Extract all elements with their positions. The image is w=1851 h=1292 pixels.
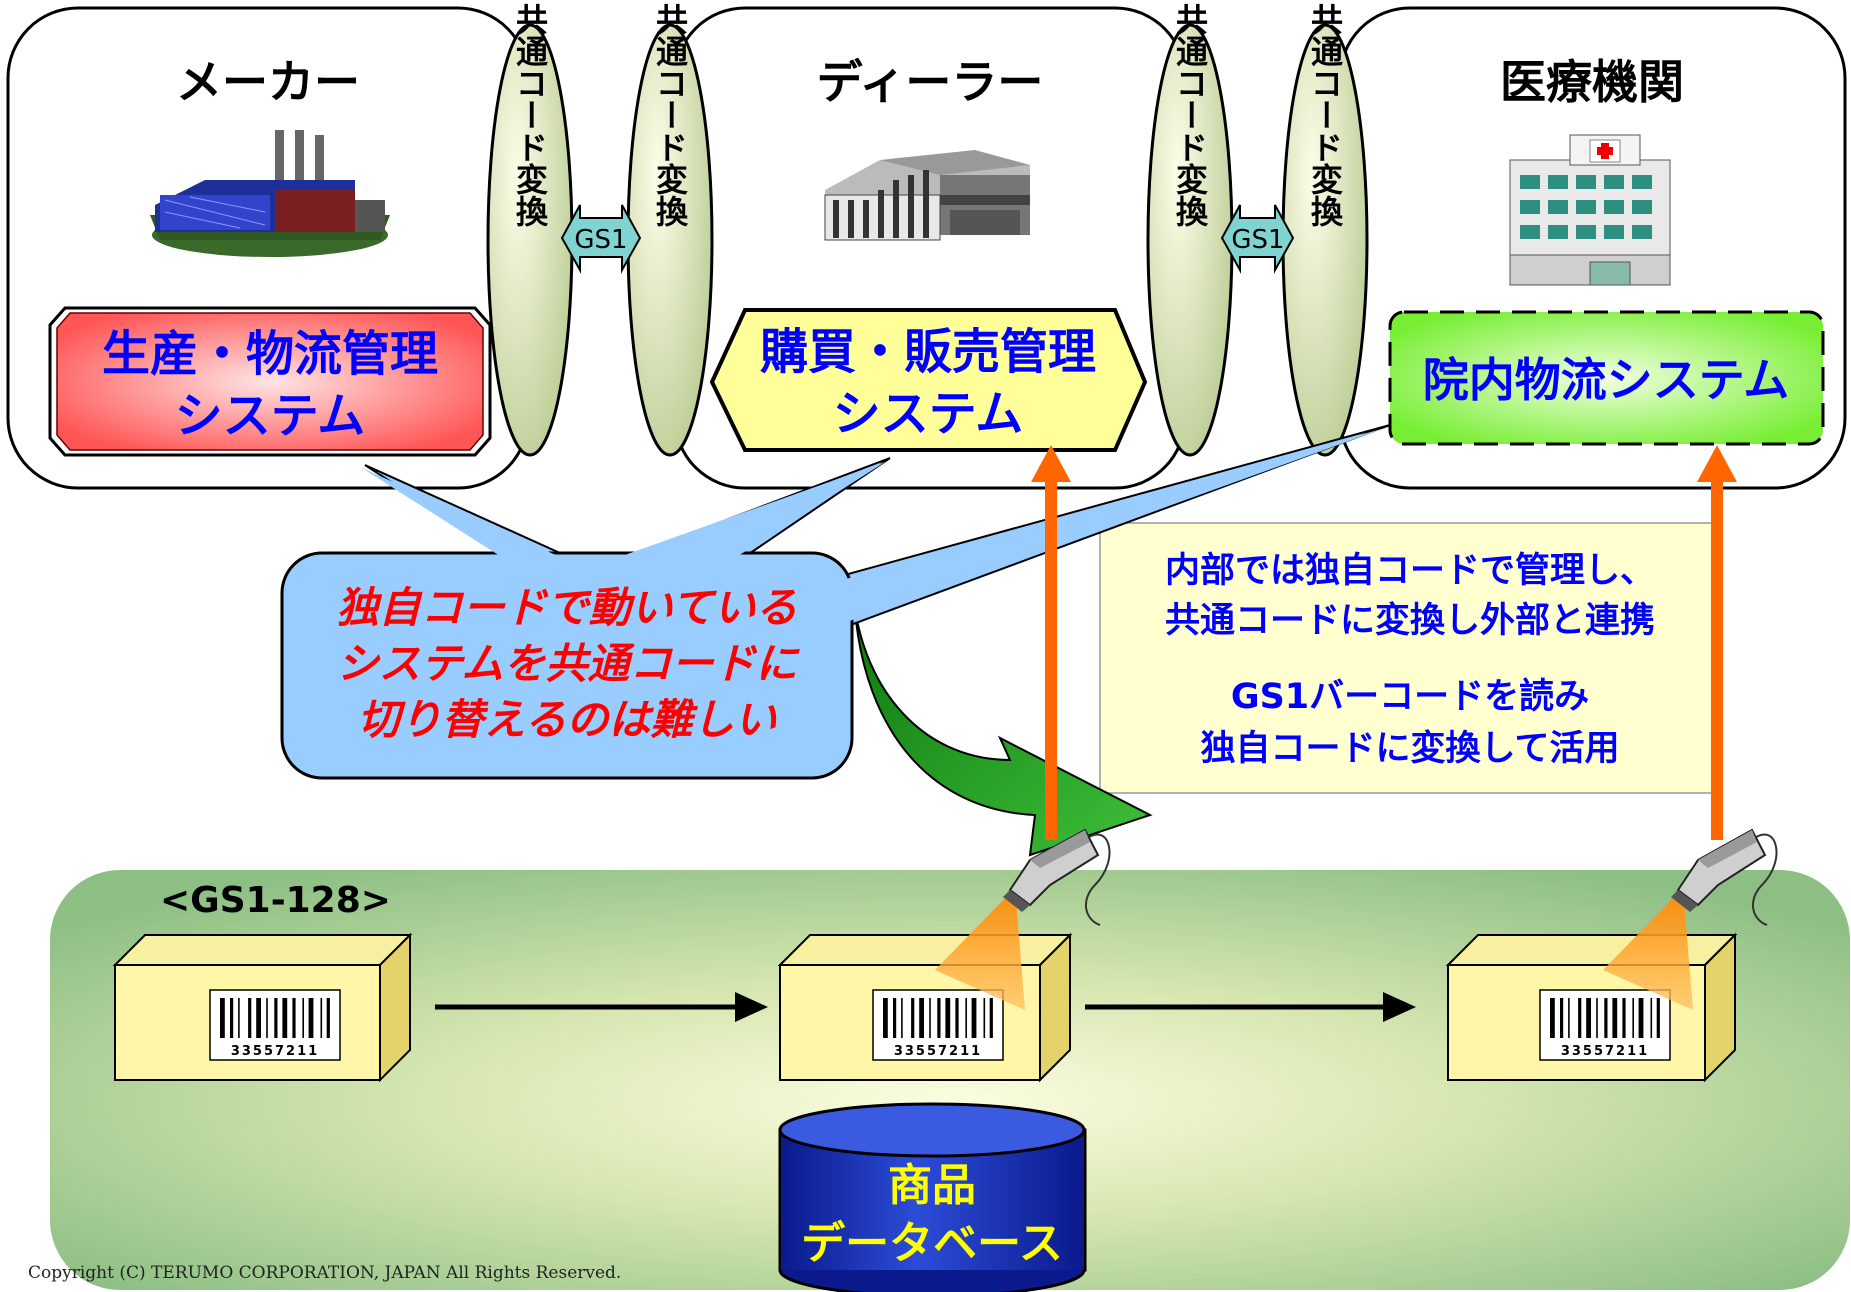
orange-arrow-dealer — [1031, 445, 1071, 840]
barcode-bar — [302, 998, 304, 1038]
converter-label-dealer-right: 共通コード変換 — [1171, 3, 1209, 227]
barcode-bar — [1596, 998, 1598, 1038]
barcode-bar — [308, 998, 314, 1038]
barcode-scanner-icon-dealer — [1003, 828, 1111, 926]
barcode-number-dealer: 33557211 — [894, 1044, 982, 1059]
info-line-3: GS1バーコードを読み — [1231, 677, 1589, 717]
scan-beam-dealer — [935, 888, 1025, 1010]
barcode-bar — [1650, 998, 1653, 1038]
barcode-bar — [911, 998, 915, 1038]
barcode-dealer — [872, 989, 1004, 1061]
factory-icon — [150, 130, 390, 257]
barcode-bar — [893, 998, 897, 1038]
barcode-maker — [209, 989, 341, 1061]
barcode-bar — [971, 998, 977, 1038]
barcode-bar — [230, 998, 234, 1038]
barcode-bar — [901, 998, 903, 1038]
barcode-bar — [1656, 998, 1660, 1038]
barcode-bar — [937, 998, 941, 1038]
barcode-bar — [220, 998, 225, 1038]
dealer-system-label-1: 購買・販売管理 — [760, 324, 1096, 380]
barcode-bar — [238, 998, 240, 1038]
barcode-bar — [1586, 998, 1591, 1038]
hospital-title: 医療機関 — [1500, 55, 1684, 109]
hospital-system-box — [1388, 310, 1825, 446]
database-label-1: 商品 — [888, 1160, 976, 1211]
barcode-bar — [883, 998, 888, 1038]
office-building-icon — [824, 150, 1030, 241]
barcode-bar — [282, 998, 288, 1038]
gs1-link-arrow-left — [560, 204, 642, 274]
gs1-link-label-right: GS1 — [1231, 225, 1284, 255]
info-box — [1099, 522, 1716, 794]
barcode-bar — [1612, 998, 1618, 1038]
barcode-bar — [1560, 998, 1564, 1038]
barcode-bar — [320, 998, 323, 1038]
dealer-system-box — [709, 308, 1148, 452]
barcode-bar — [1604, 998, 1608, 1038]
barcode-bar — [945, 998, 951, 1038]
barcode-bar — [292, 998, 296, 1038]
barcode-bar — [1632, 998, 1634, 1038]
barcode-bar — [929, 998, 931, 1038]
barcode-bar — [989, 998, 993, 1038]
callout-bubble — [280, 424, 1391, 780]
database-label-2: データベース — [801, 1218, 1063, 1269]
gs1-link-label-left: GS1 — [574, 225, 627, 255]
barcode-bar — [965, 998, 967, 1038]
barcode-bar — [1550, 998, 1555, 1038]
barcode-bar — [983, 998, 986, 1038]
maker-system-label-2: システム — [175, 388, 366, 444]
barcode-number-maker: 33557211 — [231, 1044, 319, 1059]
barcode-bar — [266, 998, 268, 1038]
callout-line-2: システムを共通コードに — [337, 639, 801, 688]
converter-label-dealer-left: 共通コード変換 — [651, 3, 689, 227]
flow-arrow-1 — [435, 992, 768, 1022]
gs1-link-arrow-right — [1220, 204, 1295, 274]
maker-title: メーカー — [176, 55, 360, 109]
barcode-bar — [1638, 998, 1644, 1038]
converter-label-hospital: 共通コード変換 — [1306, 3, 1344, 227]
barcode-bar — [1622, 998, 1626, 1038]
barcode-scanner-icon-hospital — [1671, 828, 1778, 926]
barcode-bar — [248, 998, 252, 1038]
barcode-bar — [256, 998, 261, 1038]
info-line-4: 独自コードに変換して活用 — [1201, 728, 1620, 769]
barcode-bar — [274, 998, 278, 1038]
barcode-number-hospital: 33557211 — [1561, 1044, 1649, 1059]
maker-system-box — [48, 306, 492, 457]
database-cylinder-icon — [778, 1102, 1087, 1292]
callout-line-1: 独自コードで動いている — [337, 583, 798, 632]
maker-system-label-1: 生産・物流管理 — [102, 326, 438, 382]
flow-arrow-2 — [1085, 992, 1416, 1022]
barcode-bar — [1578, 998, 1582, 1038]
info-line-1: 内部では独自コードで管理し、 — [1165, 551, 1655, 591]
barcode-bar — [1568, 998, 1570, 1038]
scan-beam-hospital — [1603, 888, 1693, 1010]
dealer-title: ディーラー — [817, 55, 1044, 109]
callout-line-3: 切り替えるのは難しい — [358, 695, 779, 744]
barcode-bar — [326, 998, 330, 1038]
hospital-building-icon — [1509, 134, 1671, 286]
info-line-2: 共通コードに変換し外部と連携 — [1165, 600, 1655, 641]
copyright-notice: Copyright (C) TERUMO CORPORATION, JAPAN … — [28, 1263, 622, 1283]
converter-label-maker: 共通コード変換 — [511, 3, 549, 227]
barcode-bar — [919, 998, 924, 1038]
hospital-system-label: 院内物流システム — [1423, 353, 1790, 407]
orange-arrow-hospital — [1697, 445, 1737, 840]
dealer-system-label-2: システム — [833, 386, 1024, 442]
barcode-bar — [955, 998, 959, 1038]
barcode-hospital — [1539, 989, 1671, 1061]
barcode-standard-label: <GS1-128> — [160, 880, 391, 921]
green-curved-arrow — [854, 609, 1153, 857]
